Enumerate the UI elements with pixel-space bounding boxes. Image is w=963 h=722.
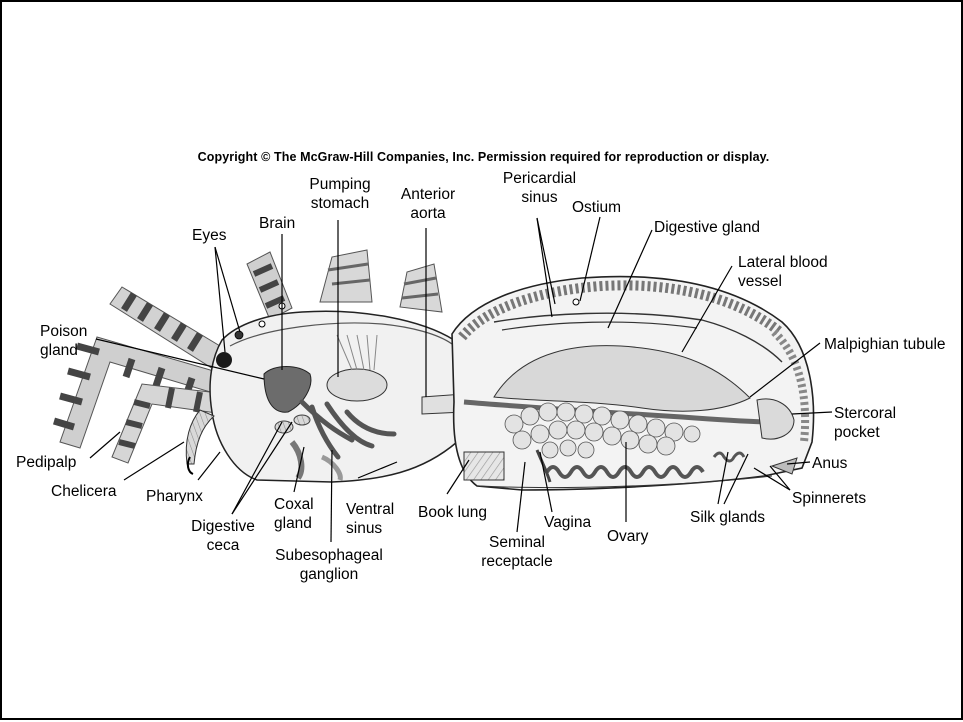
label-pharynx: Pharynx	[146, 487, 203, 506]
label-coxal-gland: Coxal gland	[274, 495, 314, 533]
label-brain: Brain	[259, 214, 295, 233]
label-eyes: Eyes	[192, 226, 226, 245]
label-malpighian-tubule: Malpighian tubule	[824, 335, 946, 354]
label-anterior-aorta: Anterior aorta	[390, 185, 466, 223]
label-digestive-gland: Digestive gland	[654, 218, 760, 237]
label-lateral-blood-vessel: Lateral blood vessel	[738, 253, 828, 291]
cephalothorax	[186, 303, 470, 482]
label-stercoral-pocket: Stercoral pocket	[834, 404, 896, 442]
label-subesophageal-ganglion: Subesophageal ganglion	[264, 546, 394, 584]
label-spinnerets: Spinnerets	[792, 489, 866, 508]
label-seminal-receptacle: Seminal receptacle	[472, 533, 562, 571]
label-ostium: Ostium	[572, 198, 621, 217]
label-anus: Anus	[812, 454, 847, 473]
label-pumping-stomach: Pumping stomach	[300, 175, 380, 213]
abdomen	[452, 277, 813, 490]
label-vagina: Vagina	[544, 513, 591, 532]
label-ovary: Ovary	[607, 527, 648, 546]
label-silk-glands: Silk glands	[690, 508, 765, 527]
label-ventral-sinus: Ventral sinus	[346, 500, 394, 538]
label-poison-gland: Poison gland	[40, 322, 87, 360]
label-book-lung: Book lung	[418, 503, 487, 522]
label-pedipalp: Pedipalp	[16, 453, 76, 472]
label-digestive-ceca: Digestive ceca	[183, 517, 263, 555]
label-chelicera: Chelicera	[51, 482, 116, 501]
